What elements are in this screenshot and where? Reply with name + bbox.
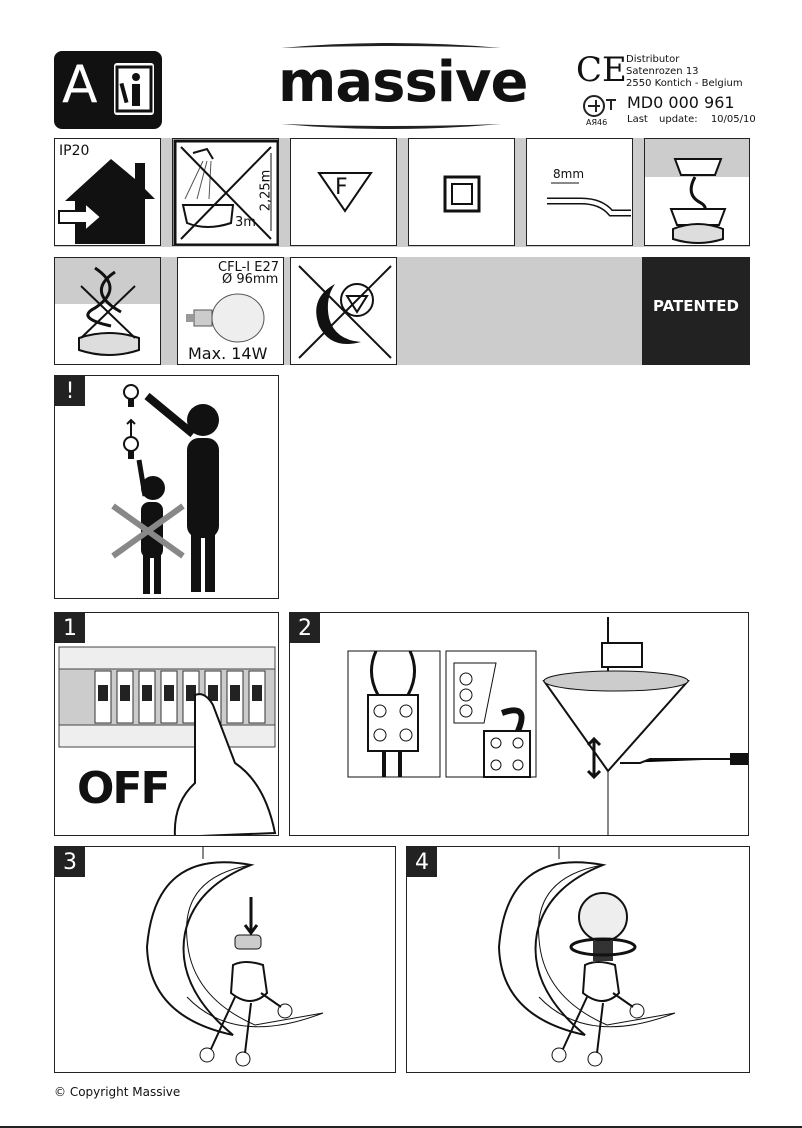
ip20-indoor-panel: IP20: [54, 138, 161, 246]
breaker-panel-illustration: [58, 646, 277, 835]
last-update-label: Last update:: [627, 114, 698, 125]
distributor-line: 2550 Kontich - Belgium: [626, 78, 743, 89]
no-dimmer-panel: [290, 257, 397, 365]
section-badge: A: [54, 51, 162, 129]
bulb-max: Max. 14W: [188, 344, 268, 363]
no-loose-cable-icon: [55, 266, 160, 364]
distributor-line: Satenrozen 13: [626, 66, 699, 77]
bulb-diameter: Ø 96mm: [222, 272, 279, 287]
brand-logo: massive: [276, 40, 528, 132]
patented-badge: PATENTED: [642, 257, 750, 365]
warning-tag: !: [55, 376, 85, 406]
f-mark-panel: F: [290, 138, 397, 246]
adult-child-bulb-icon: [111, 384, 219, 594]
bathroom-zone-panel: 2,25m 3m: [172, 138, 279, 246]
patented-label: PATENTED: [652, 297, 740, 315]
no-dimmer-icon: [298, 265, 392, 359]
step-3-panel: 3: [54, 846, 396, 1073]
step-1-panel: 1 OFF: [54, 612, 279, 836]
model-number: MD0 000 961: [627, 93, 735, 112]
info-book-icon: [114, 63, 154, 115]
last-update-date: 10/05/10: [710, 114, 756, 125]
step-1-number: 1: [55, 613, 85, 643]
wiring-illustration: [347, 617, 748, 835]
section-letter: A: [62, 55, 98, 115]
ce-mark: CE: [576, 50, 627, 90]
step-2-number: 2: [290, 613, 320, 643]
brand-name: massive: [278, 50, 528, 115]
icon-row-1: [54, 138, 750, 247]
wire-strip-length: 8mm: [553, 167, 585, 181]
step-4-number: 4: [407, 847, 437, 877]
bulb-type: CFL-I E27: [218, 260, 279, 275]
moon-lamp-socket-illustration: [145, 847, 324, 1067]
house-icon: [58, 159, 155, 244]
no-cable-panel: [54, 257, 161, 365]
bulb-icon: [186, 293, 265, 343]
copyright: © Copyright Massive: [54, 1085, 181, 1099]
step-4-panel: 4: [406, 846, 750, 1073]
ip-rating: IP20: [59, 143, 90, 159]
f-triangle-icon: [317, 172, 373, 213]
footer-rule: [0, 1126, 802, 1128]
icon-row-2: [54, 257, 750, 365]
step-2-panel: 2: [289, 612, 749, 836]
pct-cert-icon: AЯ46: [580, 94, 620, 128]
warning-panel: !: [54, 375, 279, 599]
bulb-spec-panel: CFL-I E27 Ø 96mm Max. 14W: [177, 257, 284, 365]
f-mark: F: [335, 175, 348, 200]
last-update: Last update: 10/05/10: [627, 114, 756, 126]
cert-code: AЯ46: [586, 118, 608, 127]
bathtub-icon: [173, 139, 278, 245]
distributor-line: Distributor: [626, 54, 680, 65]
ceiling-mount-icon: [645, 158, 749, 245]
class2-panel: [408, 138, 515, 246]
distributor-address: Distributor Satenrozen 13 2550 Kontich -…: [626, 54, 743, 90]
bath-distance: 3m: [235, 215, 256, 230]
wire-icon: [547, 182, 631, 217]
double-square-icon: [443, 175, 481, 213]
moon-lamp-bulb-illustration: [497, 847, 676, 1067]
ceiling-mount-panel: [644, 138, 750, 246]
wire-strip-panel: 8mm: [526, 138, 633, 246]
bath-height: 2,25m: [258, 169, 274, 212]
step-3-number: 3: [55, 847, 85, 877]
off-label: OFF: [77, 763, 171, 814]
